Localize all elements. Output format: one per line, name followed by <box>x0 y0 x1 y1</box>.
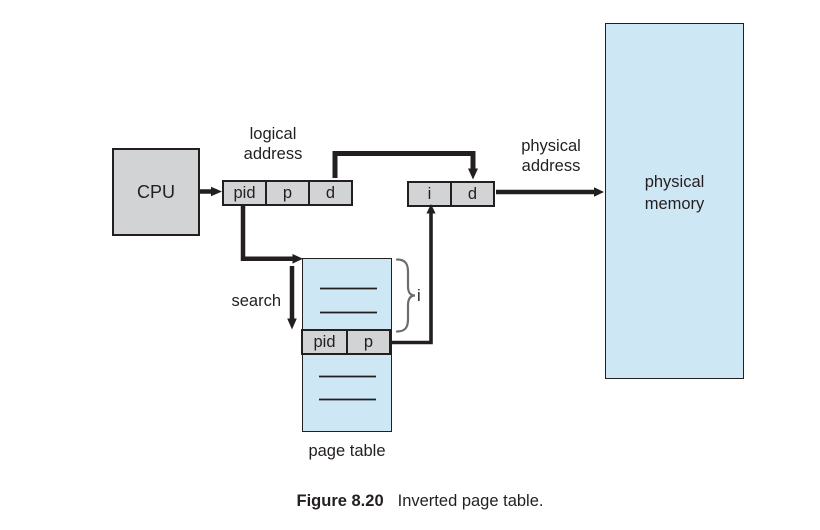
logical-register-cell-p: p <box>265 180 310 206</box>
arrow-cpu-to-logical-register <box>199 186 222 197</box>
arrow-entry-to-i <box>390 204 436 345</box>
entry-cell-pid: pid <box>301 329 348 355</box>
figure-caption-text: Inverted page table. <box>397 492 544 510</box>
index-brace <box>395 258 416 333</box>
search-label: search <box>231 292 281 310</box>
index-i-label: i <box>417 287 421 305</box>
page-table-label: page table <box>308 442 386 460</box>
physical-address-label-line2: address <box>521 157 581 175</box>
page-table-entry-row: pid p <box>301 329 391 355</box>
physical-register-cell-i: i <box>407 181 452 207</box>
arrow-d-to-d <box>332 151 478 180</box>
logical-address-label: logical address <box>216 124 330 164</box>
physical-address-register: i d <box>407 181 495 207</box>
physical-memory-label: physical memory <box>645 171 705 215</box>
cpu-box: CPU <box>112 148 200 236</box>
figure-caption-number: Figure 8.20 <box>296 492 384 510</box>
arrow-to-physical-memory <box>496 187 604 197</box>
physical-memory-label-line2: memory <box>644 195 705 213</box>
logical-address-label-line2: address <box>243 145 303 163</box>
search-arrow <box>287 266 297 330</box>
arrow-pid-to-page-table <box>240 204 303 264</box>
logical-address-register: pid p d <box>222 180 353 206</box>
physical-address-label-line1: physical <box>521 137 581 155</box>
logical-register-cell-d: d <box>308 180 353 206</box>
physical-memory-box: physical memory <box>605 23 744 379</box>
cpu-label: CPU <box>136 181 175 202</box>
physical-address-label: physical address <box>494 136 608 176</box>
entry-cell-p: p <box>346 329 391 355</box>
logical-address-label-line1: logical <box>249 125 297 143</box>
physical-memory-label-line1: physical <box>644 173 705 191</box>
figure-caption: Figure 8.20 Inverted page table. <box>26 492 814 511</box>
logical-register-cell-pid: pid <box>222 180 267 206</box>
physical-register-cell-d: d <box>450 181 495 207</box>
